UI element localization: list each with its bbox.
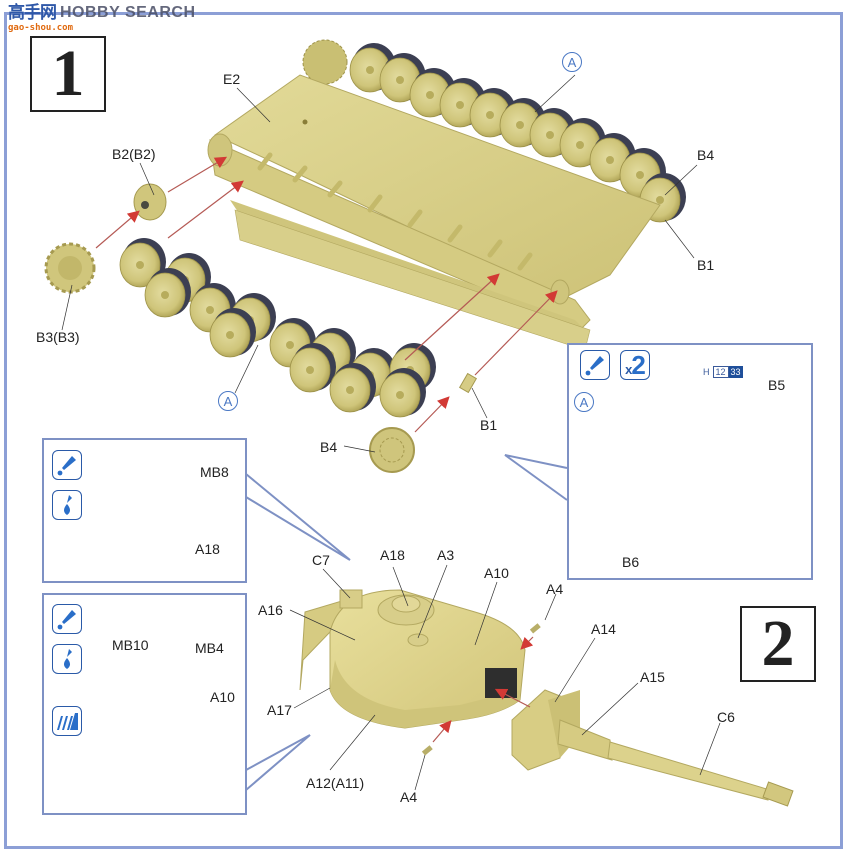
- paint-prefix: H: [703, 367, 710, 377]
- part-label-b1-top: B1: [697, 257, 715, 273]
- watermark-logo: 高手网 HOBBY SEARCH gao-shou.com: [8, 3, 196, 33]
- watermark-cn-text: 高手网: [8, 3, 57, 23]
- super-glue-icon: [52, 490, 82, 520]
- gun-assembly: [511, 689, 794, 807]
- part-label-a15: A15: [640, 669, 665, 685]
- idler-b4: [369, 427, 415, 473]
- part-label-a18-inset: A18: [195, 541, 220, 557]
- part-label-b4-bottom: B4: [320, 439, 338, 455]
- part-label-b3: B3(B3): [36, 329, 80, 345]
- part-label-a10-inset: A10: [210, 689, 235, 705]
- paint-code-1: 12: [712, 366, 729, 378]
- part-label-b5: B5: [768, 377, 786, 393]
- paint-code: H 12 33: [703, 366, 743, 378]
- part-label-b6: B6: [622, 554, 640, 570]
- part-label-a3: A3: [437, 547, 455, 563]
- remove-detail-icon: [52, 706, 82, 736]
- cement-glue-icon: [52, 604, 82, 634]
- part-label-b2: B2(B2): [112, 146, 156, 162]
- watermark-en-text: HOBBY SEARCH: [60, 4, 196, 21]
- cement-glue-icon: [580, 350, 610, 380]
- arm-b1: [458, 372, 478, 394]
- part-label-b1-bottom: B1: [480, 417, 498, 433]
- multiplier-value: 2: [631, 349, 646, 380]
- super-glue-icon: [52, 644, 82, 674]
- part-label-a10: A10: [484, 565, 509, 581]
- inset-wheel-pairs: [567, 343, 813, 580]
- hull-part-e2: [207, 39, 687, 351]
- part-label-a4-top: A4: [546, 581, 564, 597]
- sprocket-b3: [44, 242, 96, 294]
- watermark-url: gao-shou.com: [8, 23, 74, 33]
- multiplier-prefix: x: [625, 361, 632, 377]
- part-label-a14: A14: [591, 621, 616, 637]
- subassembly-a-marker-left: A: [218, 391, 238, 411]
- turret-assembly: [299, 589, 526, 729]
- part-label-c7: C7: [312, 552, 330, 568]
- part-label-a4-bottom: A4: [400, 789, 418, 805]
- part-label-e2: E2: [223, 71, 241, 87]
- subassembly-a-marker-inset: A: [574, 392, 594, 412]
- quantity-multiplier: x2: [620, 350, 650, 380]
- part-label-a12: A12(A11): [306, 775, 365, 791]
- hub-b2: [133, 183, 167, 221]
- part-label-c6: C6: [717, 709, 735, 725]
- step-number-2: 2: [740, 606, 816, 682]
- paint-code-2: 33: [728, 366, 743, 378]
- step-number-1: 1: [30, 36, 106, 112]
- part-label-mb4: MB4: [195, 640, 224, 656]
- cement-glue-icon: [52, 450, 82, 480]
- part-label-a17: A17: [267, 702, 292, 718]
- part-label-a16: A16: [258, 602, 283, 618]
- part-label-a18: A18: [380, 547, 405, 563]
- part-label-mb8: MB8: [200, 464, 229, 480]
- subassembly-a-marker-top: A: [562, 52, 582, 72]
- part-label-mb10: MB10: [112, 637, 149, 653]
- part-label-b4-top: B4: [697, 147, 715, 163]
